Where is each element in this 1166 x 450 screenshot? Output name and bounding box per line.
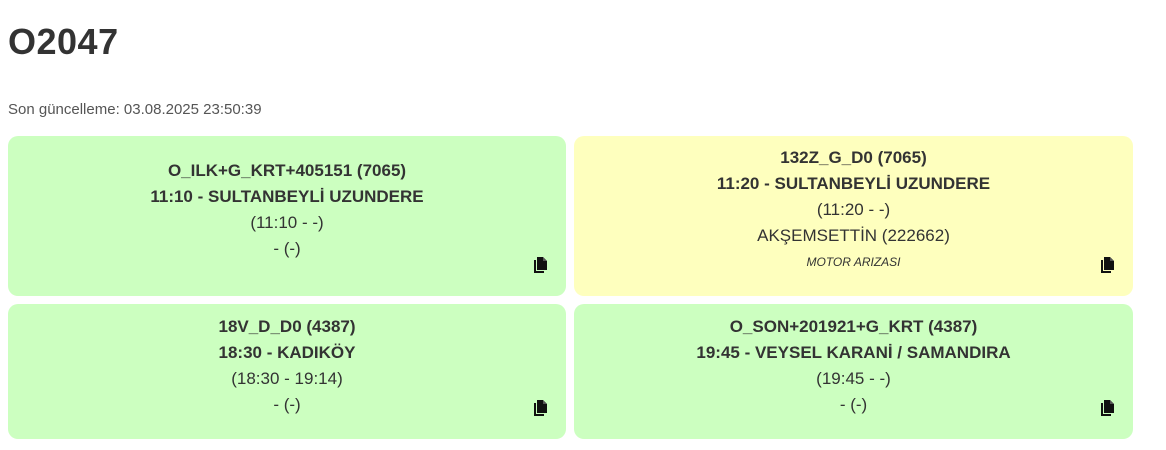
trip-driver: - (-) (839, 394, 868, 414)
trip-times: (11:20 - -) (816, 200, 891, 219)
trip-driver: - (-) (273, 239, 301, 258)
trip-card: O_SON+201921+G_KRT (4387) 19:45 - VEYSEL… (574, 304, 1133, 439)
last-update-text: Son güncelleme: 03.08.2025 23:50:39 (8, 101, 262, 118)
trip-times: (18:30 - 19:14) (231, 368, 343, 388)
trip-card: 18V_D_D0 (4387) 18:30 - KADIKÖY (18:30 -… (8, 304, 566, 439)
trip-times: (11:10 - -) (250, 213, 324, 232)
copy-icon[interactable] (532, 256, 550, 274)
trip-card-grid: O_ILK+G_KRT+405151 (7065) 11:10 - SULTAN… (8, 136, 1133, 439)
trip-code: 132Z_G_D0 (7065) (780, 148, 927, 167)
trip-route: 11:10 - SULTANBEYLİ UZUNDERE (150, 187, 424, 206)
trip-code: O_ILK+G_KRT+405151 (7065) (167, 161, 407, 180)
copy-icon[interactable] (532, 399, 550, 417)
trip-route: 19:45 - VEYSEL KARANİ / SAMANDIRA (696, 342, 1011, 362)
trip-times: (19:45 - -) (816, 368, 891, 388)
trip-code: 18V_D_D0 (4387) (218, 316, 356, 336)
trip-driver: AKŞEMSETTİN (222662) (757, 226, 950, 245)
trip-route: 11:20 - SULTANBEYLİ UZUNDERE (716, 174, 991, 193)
trip-card: O_ILK+G_KRT+405151 (7065) 11:10 - SULTAN… (8, 136, 566, 296)
trip-note: MOTOR ARIZASI (806, 255, 901, 269)
trip-driver: - (-) (273, 394, 301, 414)
trip-route: 18:30 - KADIKÖY (218, 342, 356, 362)
copy-icon[interactable] (1099, 256, 1117, 274)
page-title: O2047 (8, 21, 119, 62)
trip-code: O_SON+201921+G_KRT (4387) (729, 316, 978, 336)
copy-icon[interactable] (1099, 399, 1117, 417)
trip-card: 132Z_G_D0 (7065) 11:20 - SULTANBEYLİ UZU… (574, 136, 1133, 296)
